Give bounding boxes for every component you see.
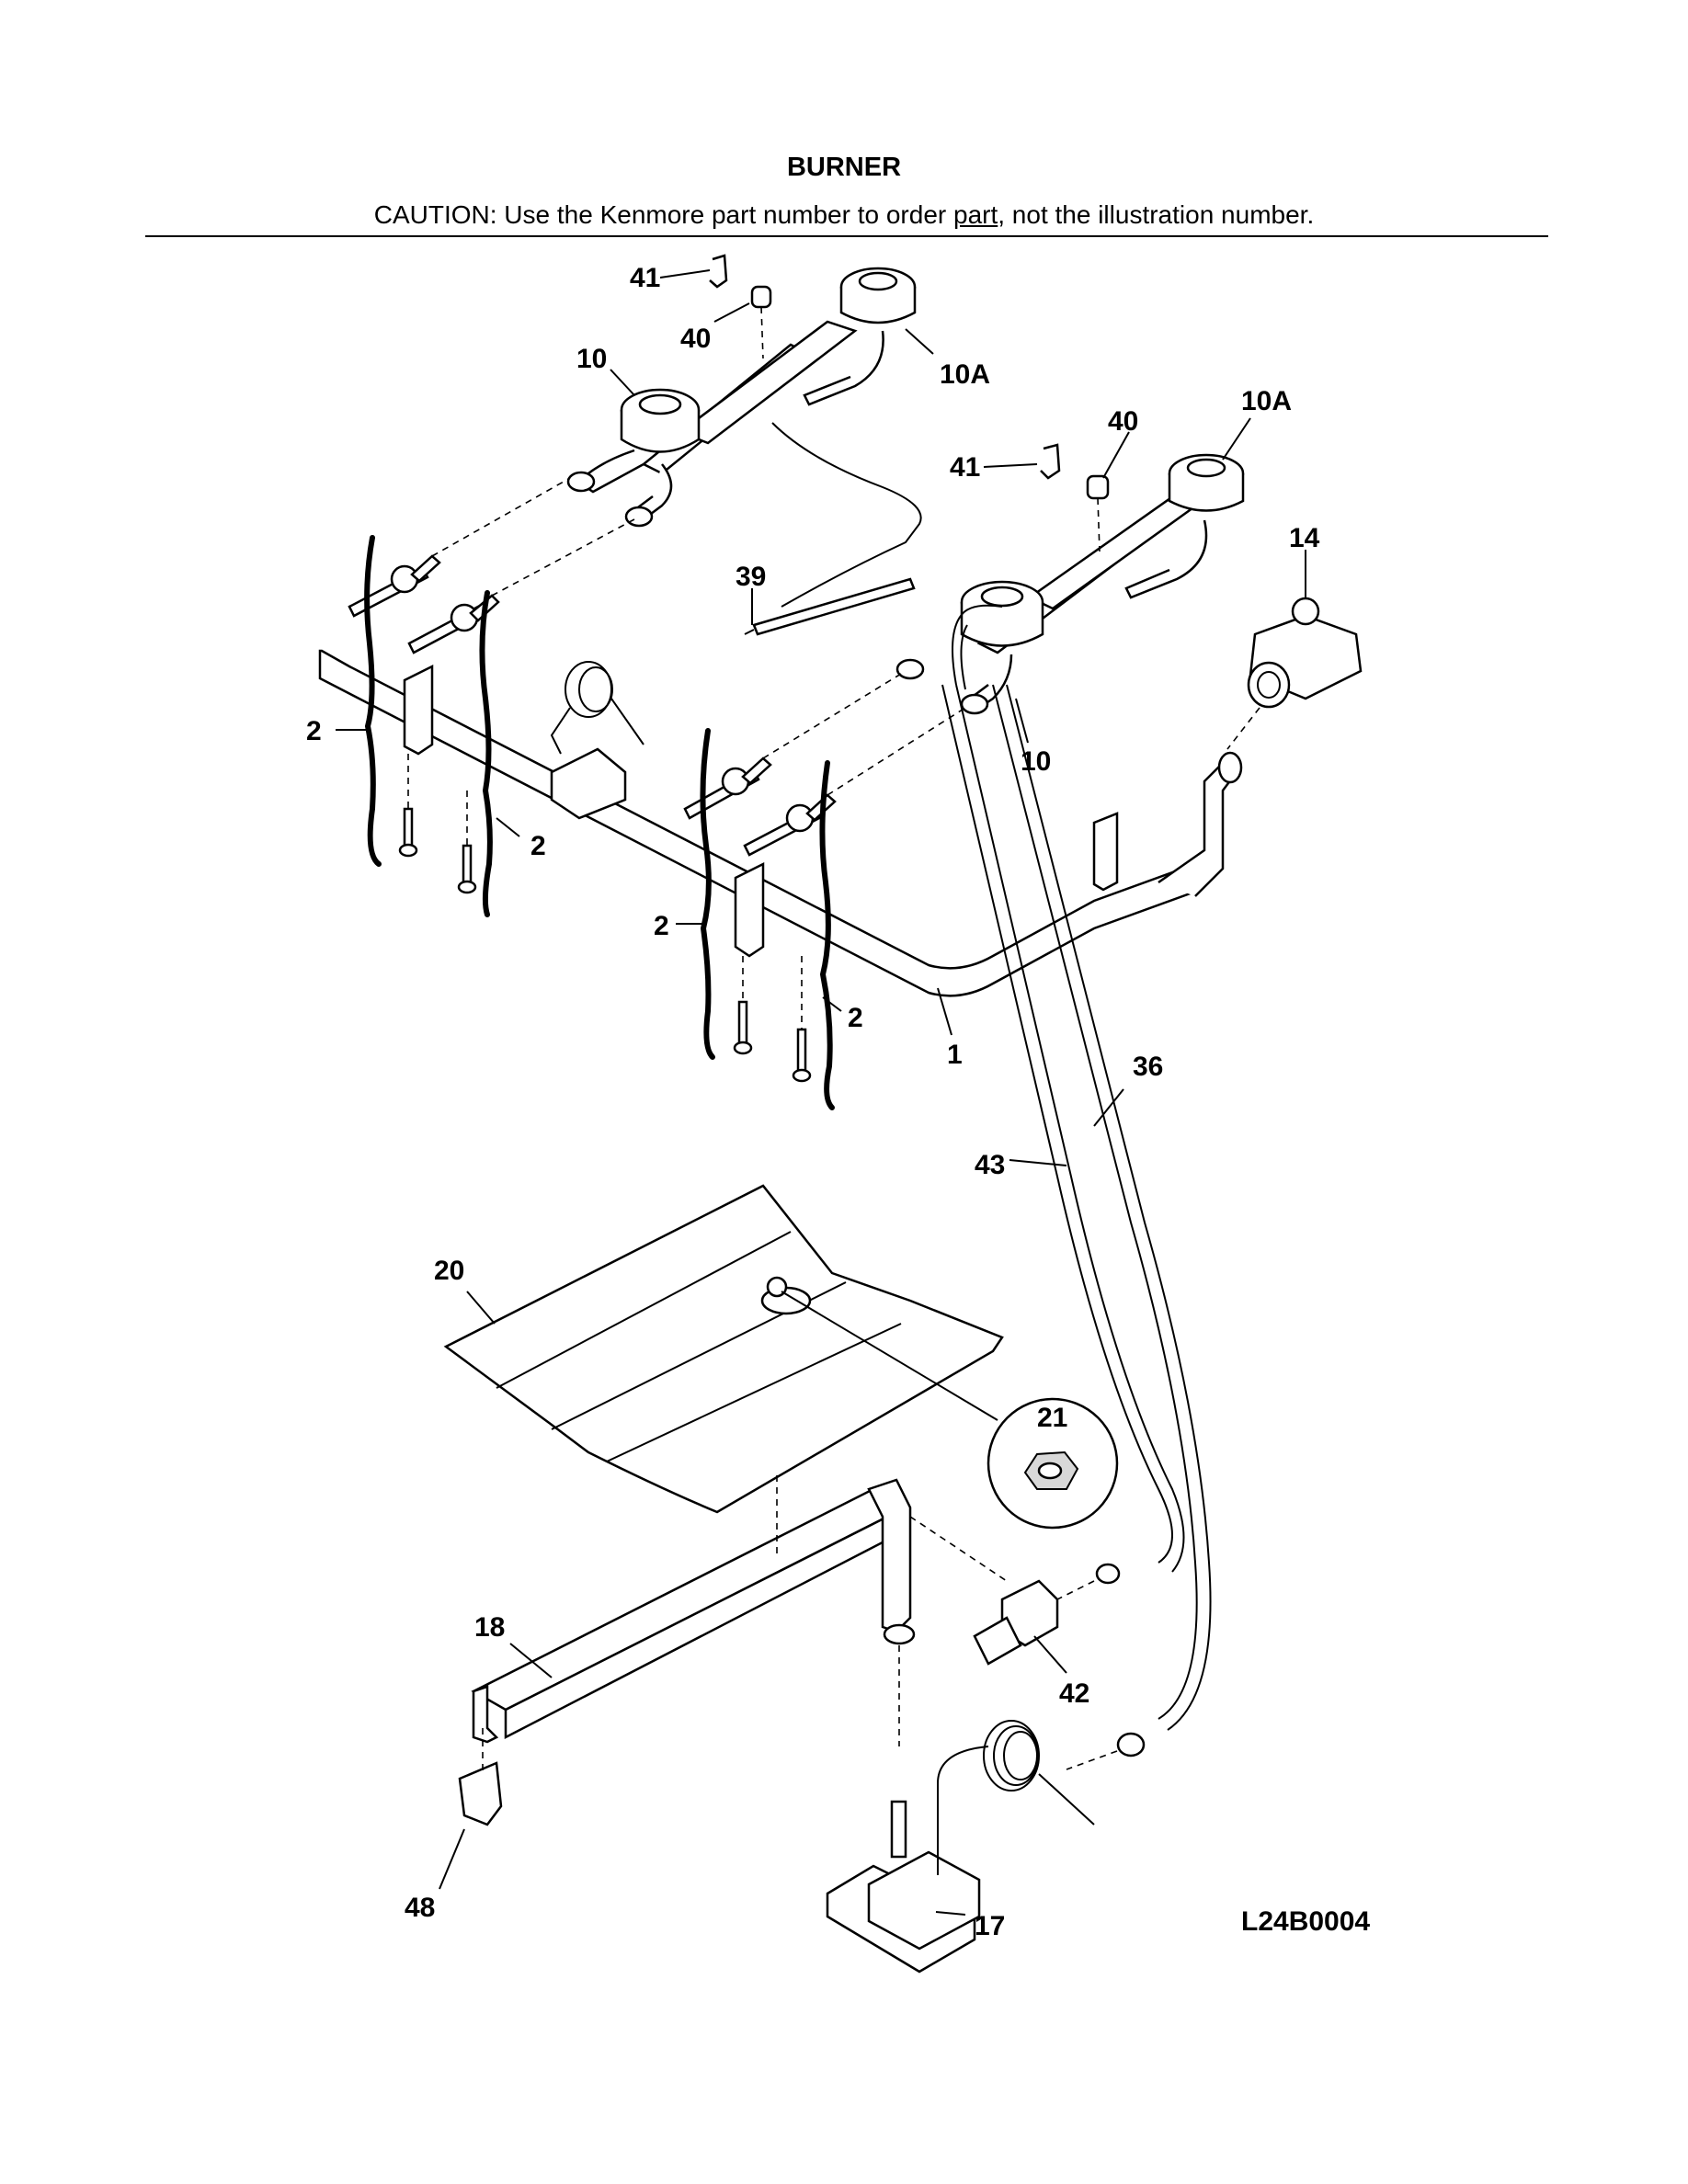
callout-1: 1 <box>947 1040 963 1070</box>
callout-17: 17 <box>975 1911 1005 1941</box>
header-divider <box>145 235 1548 237</box>
callout-42: 42 <box>1059 1678 1089 1709</box>
callout-20: 20 <box>434 1256 464 1286</box>
caution-note: CAUTION: Use the Kenmore part number to … <box>0 200 1688 230</box>
callout-10-right: 10 <box>1021 746 1051 777</box>
callout-10a-right: 10A <box>1241 386 1292 416</box>
callout-labels: 41 40 10 10A 40 10A 41 14 39 2 2 2 2 10 … <box>306 263 1370 1941</box>
callout-40-right: 40 <box>1108 406 1138 437</box>
callout-48: 48 <box>405 1893 435 1923</box>
caution-text-start: CAUTION: Use the Kenmore part number to … <box>373 200 953 229</box>
electrode <box>744 577 916 636</box>
callout-14: 14 <box>1289 523 1320 553</box>
clip-and-nut-parts <box>709 254 1110 552</box>
callout-40-top: 40 <box>680 324 711 354</box>
caution-text-end: , not the illustration number. <box>998 200 1315 229</box>
gas-supply-tubes <box>941 604 1212 1770</box>
nut-detail <box>781 1291 1119 1530</box>
burner-valves <box>348 477 966 1110</box>
callout-41-top: 41 <box>630 263 660 293</box>
callout-36: 36 <box>1133 1052 1163 1082</box>
callout-18: 18 <box>474 1612 505 1643</box>
callout-10a-top: 10A <box>940 359 990 390</box>
callout-2-center: 2 <box>654 911 669 941</box>
callout-39: 39 <box>736 562 766 592</box>
callout-21: 21 <box>1037 1403 1067 1433</box>
part-link[interactable]: part <box>953 200 998 229</box>
oven-thermostat <box>826 1720 1095 1974</box>
pressure-regulator <box>1226 597 1363 750</box>
spark-igniter <box>550 661 644 820</box>
callout-41-right: 41 <box>950 452 980 483</box>
ignitor-bracket <box>973 1579 1059 1666</box>
callout-43: 43 <box>975 1150 1005 1180</box>
manifold-pipe <box>318 649 1243 1083</box>
burner-mounting-bracket <box>458 1728 503 1826</box>
callout-2-left: 2 <box>306 716 322 746</box>
top-burner-assembly-right <box>895 453 1245 715</box>
top-burner-assembly-left <box>566 267 922 608</box>
leader-lines <box>336 269 1306 1916</box>
callout-2-center-left: 2 <box>530 831 546 861</box>
capillary-coil <box>937 1720 1095 1875</box>
bake-burner <box>471 1475 1008 1746</box>
callout-10-top: 10 <box>576 344 607 374</box>
flame-spreader <box>443 1184 1004 1514</box>
callout-2-right: 2 <box>848 1003 863 1033</box>
diagram-code: L24B0004 <box>1241 1906 1370 1937</box>
page-title: BURNER <box>786 153 902 182</box>
